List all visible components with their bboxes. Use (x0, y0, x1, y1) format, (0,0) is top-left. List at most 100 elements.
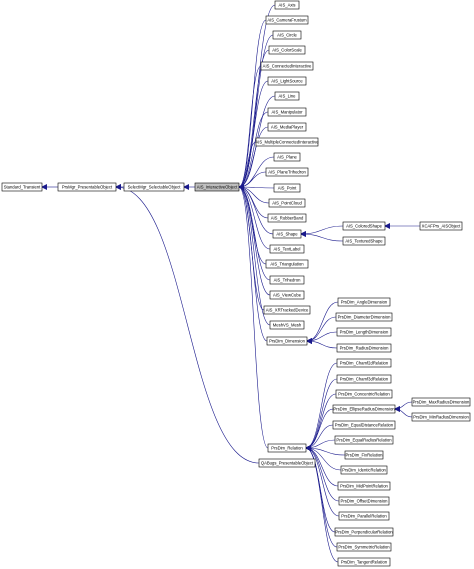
edge-ais-axis-to-ais-interactiveobject (238, 4, 276, 190)
node-box (260, 61, 314, 71)
node-ais-axis[interactable]: AIS_Axis (274, 0, 300, 10)
node-label: PrsDim_MinRadiusDimension (413, 415, 469, 420)
edge-ais-connectedinteractive-to-ais-interactiveobject (238, 65, 262, 190)
node-prsdim-ellipseradiusdimension[interactable]: PrsDim_EllipseRadiusDimension (332, 404, 396, 414)
node-prsdim-radiusdimension[interactable]: PrsDim_RadiusDimension (336, 343, 392, 353)
node-box (265, 167, 309, 177)
node-ais-interactiveobject[interactable]: AIS_InteractiveObject (194, 182, 240, 192)
node-selectmgr-selectableobject[interactable]: SelectMgr_SelectableObject (123, 182, 185, 192)
node-box (336, 327, 392, 337)
node-prsdim-fixrelation[interactable]: PrsDim_FixRelation (344, 450, 384, 460)
node-box (332, 420, 396, 430)
node-prsdim-dimension[interactable]: PrsDim_Dimension (266, 336, 308, 346)
node-box (265, 259, 309, 269)
node-label: AIS_Circle (277, 33, 297, 38)
node-prsdim-chamf2drelation[interactable]: PrsDim_Chamf2dRelation (336, 358, 392, 368)
node-box (267, 122, 307, 132)
node-ais-point[interactable]: AIS_Point (273, 183, 301, 193)
node-label: AIS_CameraFrustum (267, 18, 307, 23)
edge-prsdim-concentricrelation-to-prsdim-relation (305, 393, 337, 451)
node-prsdim-angledimension[interactable]: PrsDim_AngleDimension (337, 297, 391, 307)
node-label: AIS_Line (279, 94, 297, 99)
edge-qabugs-presentableobject-to-prsmgr-presentableobject (115, 184, 260, 464)
node-ais-circle[interactable]: AIS_Circle (272, 30, 302, 40)
node-box (273, 183, 301, 193)
node-prsdim-equaldistancerelation[interactable]: PrsDim_EqualDistanceRelation (332, 420, 396, 430)
edge-prsdim-minradiusdimension-to-prsdim-ellipseradiusdimension (394, 406, 413, 418)
node-ais-planetrihedron[interactable]: AIS_PlaneTrihedron (265, 167, 309, 177)
edge-ais-coloredshape-to-ais-shape (300, 225, 344, 237)
node-label: AIS_ColoredShape (346, 224, 383, 229)
node-ais-xrtrackeddevice[interactable]: AIS_XRTrackedDevice (263, 305, 311, 315)
node-prsdim-chamf3drelation[interactable]: PrsDim_Chamf3dRelation (336, 374, 392, 384)
node-box (337, 297, 391, 307)
node-ais-lightsource[interactable]: AIS_LightSource (267, 76, 307, 86)
node-ais-mediaplayer[interactable]: AIS_MediaPlayer (267, 122, 307, 132)
node-prsdim-minradiusdimension[interactable]: PrsDim_MinRadiusDimension (411, 412, 471, 422)
node-prsdim-lengthdimension[interactable]: PrsDim_LengthDimension (336, 327, 392, 337)
node-label: AIS_PointCloud (272, 201, 302, 206)
node-prsdim-concentricrelation[interactable]: PrsDim_ConcentricRelation (335, 389, 393, 399)
node-ais-manipulator[interactable]: AIS_Manipulator (267, 107, 307, 117)
edge-prsdim-radiusdimension-to-prsdim-dimension (306, 338, 338, 349)
node-xcafprs-aisobject[interactable]: XCAFPrs_AISObject (419, 221, 463, 231)
node-ais-trihedron[interactable]: AIS_Trihedron (269, 275, 305, 285)
node-label: AIS_TextLabel (273, 247, 300, 252)
node-prsdim-parallelrelation[interactable]: PrsDim_ParallelRelation (338, 511, 390, 521)
node-prsdim-tangentrelation[interactable]: PrsDim_TangentRelation (337, 557, 391, 567)
node-ais-texturedshape[interactable]: AIS_TexturedShape (342, 236, 386, 246)
node-prsdim-identicrelation[interactable]: PrsDim_IdenticRelation (340, 465, 388, 475)
node-prsdim-offsetdimension[interactable]: PrsDim_OffsetDimension (338, 496, 390, 506)
node-box (1, 182, 43, 192)
node-label: AIS_Plane (277, 155, 297, 160)
node-label: AIS_Shape (276, 232, 298, 237)
node-label: PrsDim_EqualDistanceRelation (335, 423, 394, 428)
node-ais-multipleconnectedinteractive[interactable]: AIS_MultipleConnectedInteractive (255, 137, 319, 147)
edge-prsdim-relation-to-ais-interactiveobject (238, 184, 269, 449)
node-meshvs-mesh[interactable]: MeshVS_Mesh (269, 320, 305, 330)
node-box (337, 481, 391, 491)
node-box (411, 412, 471, 422)
edge-prsdim-chamf2drelation-to-prsdim-relation (305, 362, 338, 451)
node-ais-cameracfrustum[interactable]: AIS_CameraFrustum (265, 15, 309, 25)
node-label: XCAFPrs_AISObject (422, 224, 461, 229)
node-qabugs-presentableobject[interactable]: QABugs_PresentableObject (258, 458, 316, 468)
inheritance-edges (41, 4, 420, 563)
node-ais-rubberband[interactable]: AIS_RubberBand (267, 213, 307, 223)
node-box (274, 0, 300, 10)
node-box (57, 182, 117, 192)
node-prsdim-relation[interactable]: PrsDim_Relation (267, 443, 307, 453)
node-box (267, 107, 307, 117)
node-prsdim-maxradiusdimension[interactable]: PrsDim_MaxRadiusDimension (411, 397, 471, 407)
edge-prsdim-tangentrelation-to-prsdim-relation (305, 445, 339, 563)
node-prsdim-symmetricrelation[interactable]: PrsDim_SymmetricRelation (336, 542, 392, 552)
edge-ais-lightsource-to-ais-interactiveobject (238, 80, 269, 190)
node-ais-pointcloud[interactable]: AIS_PointCloud (268, 198, 306, 208)
node-ais-viewcube[interactable]: AIS_ViewCube (269, 290, 305, 300)
node-label: AIS_ViewCube (273, 293, 302, 298)
node-ais-triangulation[interactable]: AIS_Triangulation (265, 259, 309, 269)
node-ais-line[interactable]: AIS_Line (274, 91, 300, 101)
node-prsdim-equalradiusrelation[interactable]: PrsDim_EqualRadiusRelation (334, 435, 394, 445)
node-label: AIS_XRTrackedDevice (266, 308, 309, 313)
node-ais-shape[interactable]: AIS_Shape (272, 229, 302, 239)
node-ais-colorscale[interactable]: AIS_ColorScale (268, 45, 306, 55)
edge-ais-trihedron-to-ais-interactiveobject (238, 184, 271, 281)
edge-ais-colorscale-to-ais-interactiveobject (238, 49, 270, 190)
node-label: MeshVS_Mesh (273, 323, 302, 328)
node-ais-coloredshape[interactable]: AIS_ColoredShape (342, 221, 386, 231)
node-label: AIS_ConnectedInteractive (263, 64, 312, 69)
node-prsmgr-presentableobject[interactable]: PrsMgr_PresentableObject (57, 182, 117, 192)
node-prsdim-perpendicularrelation[interactable]: PrsDim_PerpendicularRelation (334, 527, 394, 537)
node-standard-transient[interactable]: Standard_Transient (1, 182, 43, 192)
edge-meshvs-mesh-to-ais-interactiveobject (238, 184, 271, 326)
node-box (336, 343, 392, 353)
node-ais-plane[interactable]: AIS_Plane (273, 152, 301, 162)
node-prsdim-midpointrelation[interactable]: PrsDim_MidPointRelation (337, 481, 391, 491)
node-prsdim-diameterdimension[interactable]: PrsDim_DiameterDimension (335, 312, 393, 322)
node-ais-textlabel[interactable]: AIS_TextLabel (269, 244, 305, 254)
edge-prsdim-chamf3drelation-to-prsdim-relation (305, 378, 338, 451)
node-ais-connectedinteractive[interactable]: AIS_ConnectedInteractive (260, 61, 314, 71)
node-label: AIS_PlaneTrihedron (268, 170, 306, 175)
